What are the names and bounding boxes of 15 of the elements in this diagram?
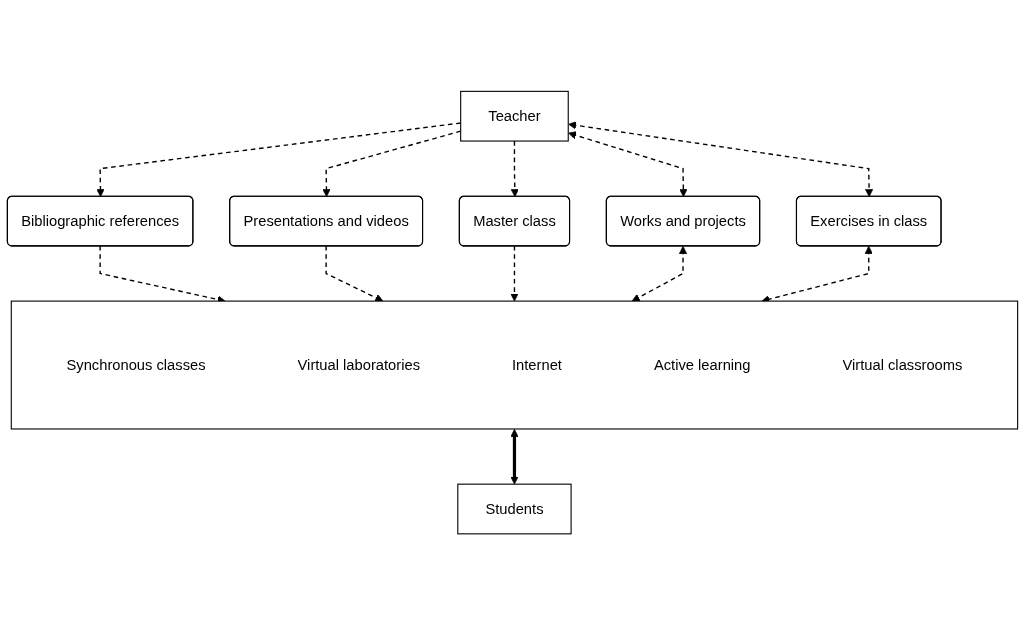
arrow <box>510 140 519 198</box>
arrow <box>568 131 688 198</box>
cluster <box>10 300 1019 430</box>
node-box: Teacher <box>460 91 569 142</box>
arrow <box>510 429 519 485</box>
node-text: Virtual laboratories <box>297 357 421 373</box>
node-text: Active learning <box>653 357 751 373</box>
arrow <box>510 245 519 302</box>
arrow <box>631 246 688 302</box>
node-text: Virtual classrooms <box>842 357 963 373</box>
node-text: Internet <box>512 357 562 373</box>
arrow <box>568 121 874 198</box>
node-text: Synchronous classes <box>66 357 206 373</box>
arrow <box>325 245 384 302</box>
node-box: Students <box>457 484 572 535</box>
